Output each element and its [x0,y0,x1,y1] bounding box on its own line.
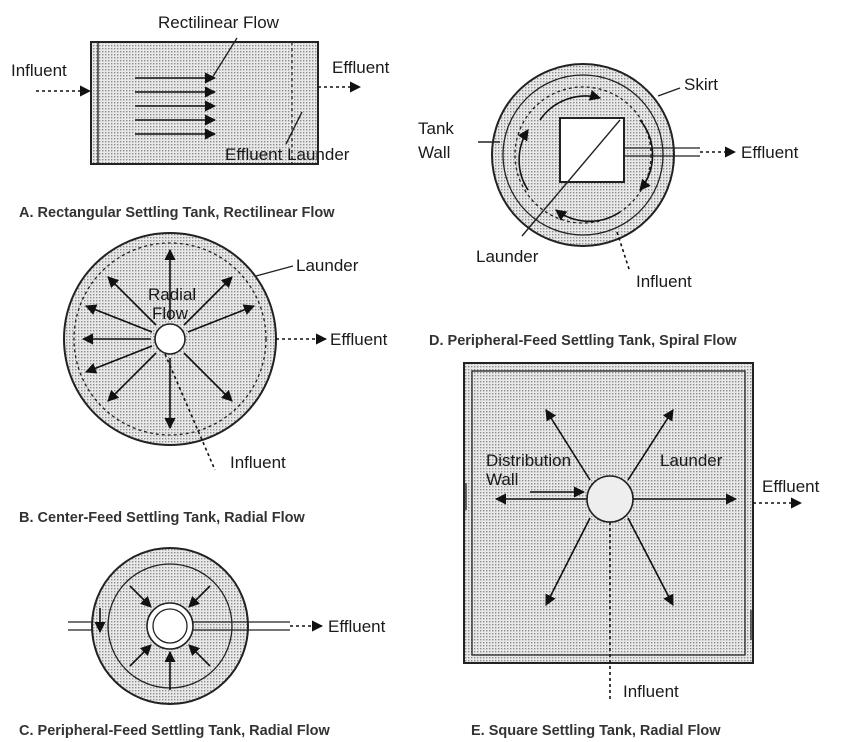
effluent-label-d: Effluent [741,143,799,162]
influent-label-e: Influent [623,682,679,701]
spiral-ring-d [514,86,652,224]
flow-leader-a [211,37,238,79]
panel-d-spiral-flow-tank: Skirt Tank Wall Effluent Launder Influen… [418,63,799,349]
radial-flow-arrows-b [81,248,256,430]
rectilinear-flow-label: Rectilinear Flow [158,13,280,32]
center-well-c [152,608,188,644]
skirt-ring-d [502,74,664,236]
caption-b: B. Center-Feed Settling Tank, Radial Flo… [19,510,305,526]
radial-flow-label-line1: Radial [148,285,196,304]
effluent-label-b: Effluent [330,330,388,349]
launder-leader-d [521,119,621,237]
launder-channel-e [471,370,746,656]
launder-leader-b [255,265,294,277]
launder-leader-a [285,111,303,145]
tank-wall-label-line2: Wall [418,143,450,162]
rectilinear-flow-arrows [135,72,217,140]
skirt-label: Skirt [684,75,718,94]
launder-ring-b [73,242,267,436]
launder-label-d: Launder [476,247,539,266]
effluent-label-e: Effluent [762,477,820,496]
center-launder-c [146,602,194,650]
panel-b-center-feed-tank: Radial Flow Launder Effluent Influent B.… [19,232,388,526]
effluent-label-a: Effluent [332,58,390,77]
panel-c-peripheral-feed-tank: Effluent C. Peripheral-Feed Settling Tan… [19,547,386,739]
distribution-wall-label-line1: Distribution [486,451,571,470]
effluent-label-c: Effluent [328,617,386,636]
influent-label-d: Influent [636,272,692,291]
distribution-wall-label-line2: Wall [486,470,518,489]
center-well-e [586,475,634,523]
tank-wall-label-line1: Tank [418,119,454,138]
influent-pipe-d [616,231,631,273]
radial-flow-label-line2: Flow [152,304,189,323]
caption-e: E. Square Settling Tank, Radial Flow [471,723,721,739]
skirt-leader [657,87,681,97]
caption-d: D. Peripheral-Feed Settling Tank, Spiral… [429,333,737,349]
panel-a-rectangular-tank: Influent Rectilinear Flow Effluent Efflu… [11,13,390,221]
influent-label-b: Influent [230,453,286,472]
caption-c: C. Peripheral-Feed Settling Tank, Radial… [19,723,330,739]
inward-flow-arrows-c [94,585,211,690]
launder-label-b: Launder [296,256,359,275]
launder-label-e: Launder [660,451,723,470]
influent-label-a: Influent [11,61,67,80]
caption-a: A. Rectangular Settling Tank, Rectilinea… [19,205,335,221]
spiral-flow-arrows-d [517,89,654,223]
panel-e-square-tank: Distribution Wall Launder Effluent Influ… [463,362,820,739]
radial-flow-arrows-e [494,409,738,606]
center-well-b [154,323,186,355]
effluent-launder-label: Effluent Launder [225,145,350,164]
rectangular-tank-body [90,41,319,165]
